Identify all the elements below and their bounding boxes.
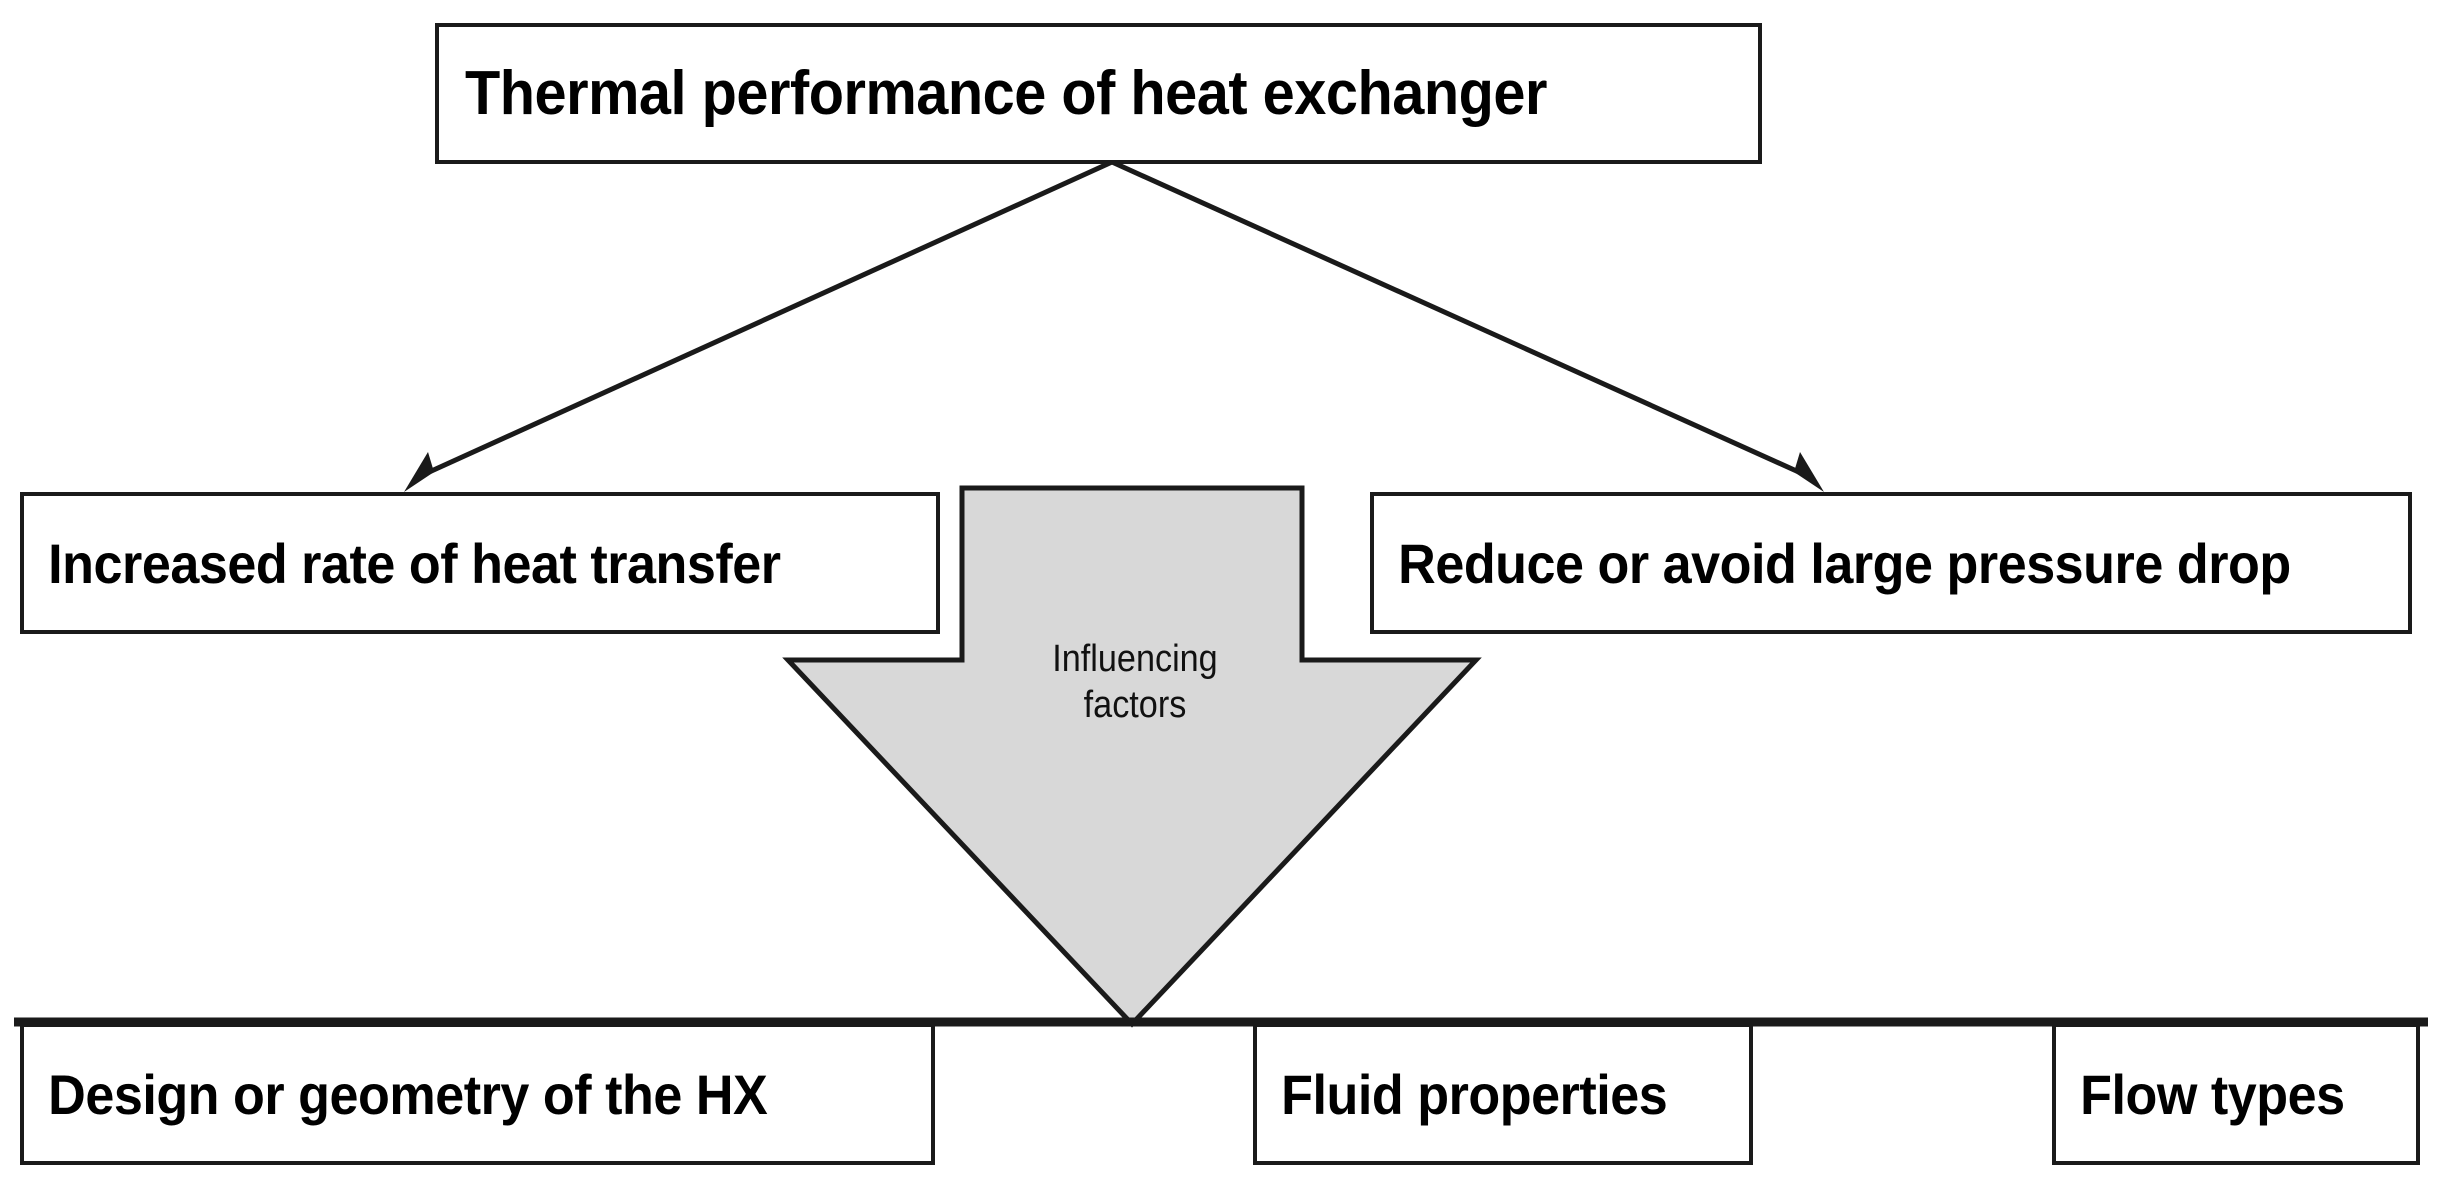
connector-to-heat-transfer bbox=[404, 159, 1114, 492]
connector-to-pressure-drop bbox=[1110, 159, 1824, 492]
node-reduce-or-avoid-large-pressure-drop-label: Reduce or avoid large pressure drop bbox=[1398, 531, 2291, 595]
node-increased-rate-of-heat-transfer[interactable]: Increased rate of heat transfer bbox=[20, 492, 940, 634]
influencing-factors-label: Influencing factors bbox=[1052, 638, 1218, 727]
node-fluid-properties-label: Fluid properties bbox=[1281, 1062, 1668, 1126]
node-reduce-or-avoid-large-pressure-drop[interactable]: Reduce or avoid large pressure drop bbox=[1370, 492, 2412, 634]
node-design-or-geometry-of-the-hx-label: Design or geometry of the HX bbox=[48, 1062, 768, 1126]
node-increased-rate-of-heat-transfer-label: Increased rate of heat transfer bbox=[48, 531, 781, 595]
node-fluid-properties[interactable]: Fluid properties bbox=[1253, 1023, 1753, 1165]
node-flow-types[interactable]: Flow types bbox=[2052, 1023, 2420, 1165]
node-design-or-geometry-of-the-hx[interactable]: Design or geometry of the HX bbox=[20, 1023, 935, 1165]
node-thermal-performance-label: Thermal performance of heat exchanger bbox=[465, 59, 1547, 128]
node-flow-types-label: Flow types bbox=[2080, 1062, 2345, 1126]
node-thermal-performance[interactable]: Thermal performance of heat exchanger bbox=[435, 23, 1762, 164]
